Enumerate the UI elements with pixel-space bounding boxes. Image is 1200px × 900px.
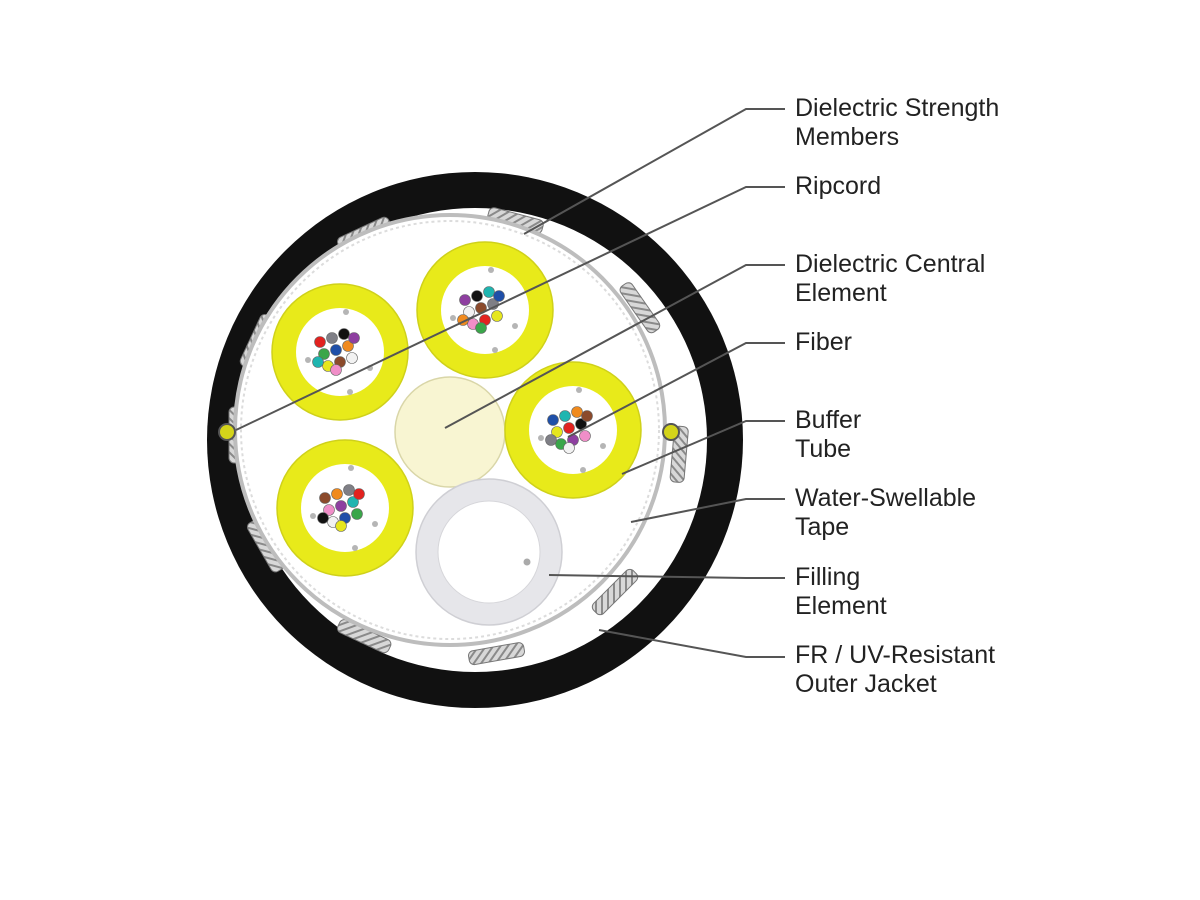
label-water-swellable-tape: Water-Swellable Tape <box>795 484 977 541</box>
label-filling-element: Filling Element <box>795 563 887 620</box>
strength-member-6 <box>591 568 639 616</box>
gel-dot <box>580 467 586 473</box>
fiber <box>347 496 359 508</box>
fiber <box>335 500 347 512</box>
fiber <box>326 332 338 344</box>
fiber <box>571 406 583 418</box>
fiber <box>330 344 342 356</box>
fiber <box>346 352 358 364</box>
leader-lines <box>235 108 785 658</box>
gel-dot <box>305 357 311 363</box>
fiber <box>547 414 559 426</box>
fiber <box>491 310 503 322</box>
gel-dot <box>343 309 349 315</box>
fiber <box>319 492 331 504</box>
gel-dot <box>538 435 544 441</box>
fiber <box>351 508 363 520</box>
fiber <box>581 410 593 422</box>
gel-dot <box>352 545 358 551</box>
gel-dot <box>488 267 494 273</box>
buffer-tube-2 <box>416 241 554 379</box>
fiber <box>312 356 324 368</box>
fiber <box>559 410 571 422</box>
fiber <box>551 426 563 438</box>
fiber <box>475 322 487 334</box>
gel-dot <box>512 323 518 329</box>
gel-dot <box>576 387 582 393</box>
gel-dot <box>450 315 456 321</box>
fiber <box>338 328 350 340</box>
strength-member-4 <box>619 282 661 334</box>
gel-dot <box>492 347 498 353</box>
filling-element-core <box>437 500 541 604</box>
dielectric-central-element <box>394 376 506 488</box>
gel-dot <box>372 521 378 527</box>
fiber <box>459 294 471 306</box>
tape-inner-edge <box>240 220 660 640</box>
leader-line-tape <box>630 498 785 523</box>
buffer-tubes <box>271 241 642 577</box>
strength-member-7 <box>468 642 525 666</box>
label-dielectric-central-element: Dielectric Central Element <box>795 250 986 307</box>
fiber <box>493 290 505 302</box>
label-dielectric-strength-members: Dielectric Strength Members <box>795 94 1000 151</box>
leader-line-central <box>444 264 785 429</box>
fiber <box>353 488 365 500</box>
fiber <box>348 332 360 344</box>
gel-dot <box>310 513 316 519</box>
fiber <box>463 306 475 318</box>
fiber <box>314 336 326 348</box>
leader-line-buffer <box>621 420 785 475</box>
label-fiber: Fiber <box>795 328 852 356</box>
label-buffer-tube: Buffer Tube <box>795 406 862 463</box>
leader-line-ripcord <box>235 186 785 431</box>
ripcord-right <box>662 423 680 441</box>
fiber <box>579 430 591 442</box>
label-outer-jacket: FR / UV-Resistant Outer Jacket <box>795 641 996 698</box>
ripcord-left <box>218 423 236 441</box>
leader-line-fiber <box>567 342 785 438</box>
fiber <box>563 442 575 454</box>
leader-line-strength <box>523 108 785 235</box>
fiber <box>335 520 347 532</box>
fiber <box>563 422 575 434</box>
fiber <box>471 290 483 302</box>
leader-line-jacket <box>598 629 785 658</box>
fiber <box>323 504 335 516</box>
gel-dot <box>347 389 353 395</box>
fiber <box>318 348 330 360</box>
buffer-tube-3 <box>504 361 642 499</box>
fiber <box>330 364 342 376</box>
fiber <box>331 488 343 500</box>
buffer-tube-1 <box>271 283 409 421</box>
filling-element-dot <box>523 558 531 566</box>
fiber <box>342 340 354 352</box>
fiber <box>317 512 329 524</box>
fiber <box>483 286 495 298</box>
gel-dot <box>348 465 354 471</box>
fiber <box>545 434 557 446</box>
strength-member-5 <box>669 425 689 483</box>
gel-dot <box>600 443 606 449</box>
label-ripcord: Ripcord <box>795 172 882 200</box>
strength-members <box>228 207 689 666</box>
fiber <box>343 484 355 496</box>
buffer-tube-4 <box>276 439 414 577</box>
leader-line-filling <box>548 574 785 579</box>
